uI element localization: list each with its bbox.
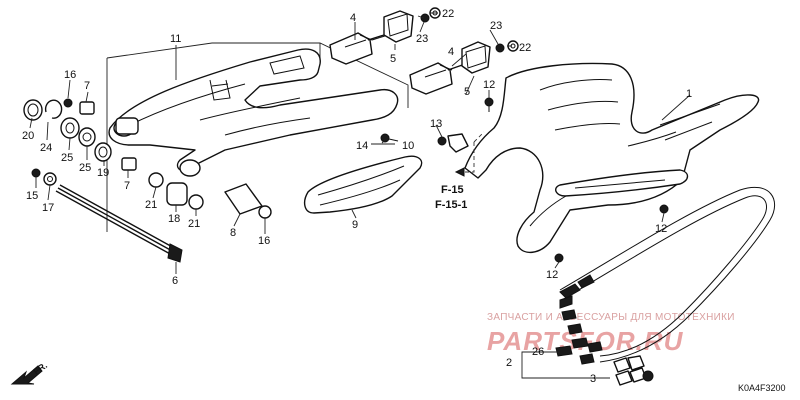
callout-21a: 21	[145, 199, 157, 211]
callout-22a: 22	[442, 8, 454, 20]
bolt-12b	[659, 204, 669, 214]
reference-f151: F-15-1	[435, 199, 467, 211]
callout-1: 1	[686, 88, 692, 100]
callout-16b: 16	[258, 235, 270, 247]
callout-4b: 4	[448, 46, 454, 58]
washer-23b	[495, 43, 505, 53]
drive-chain-26	[555, 186, 776, 365]
reference-arrow	[454, 131, 485, 177]
callout-26: 26	[532, 346, 544, 358]
bracket-right	[409, 62, 453, 95]
callout-21b: 21	[188, 218, 200, 230]
collar-7b	[121, 157, 137, 171]
ring-21a	[148, 172, 164, 188]
callout-25b: 25	[79, 162, 91, 174]
ring-21b	[188, 194, 204, 210]
callout-13: 13	[430, 118, 442, 130]
callout-10: 10	[402, 140, 414, 152]
callout-15: 15	[26, 190, 38, 202]
seal-19	[94, 142, 112, 162]
callout-12b: 12	[655, 223, 667, 235]
swingarm	[108, 48, 399, 177]
callout-12a: 12	[483, 79, 495, 91]
callout-23a: 23	[416, 33, 428, 45]
washer-16b	[258, 205, 272, 219]
watermark-tagline: ЗАПЧАСТИ И АКСЕССУАРЫ ДЛЯ МОТОТЕХНИКИ	[487, 312, 735, 323]
callout-2: 2	[506, 357, 512, 369]
callout-16a: 16	[64, 69, 76, 81]
bearing-25b	[78, 127, 96, 147]
pivot-bolt-6	[55, 184, 183, 263]
callout-25a: 25	[61, 152, 73, 164]
chain-slider-9	[303, 155, 423, 214]
callout-numbers: 1 2 3 4 4 5 5 6 7 7 8 9 10 11 12 12 12 1…	[22, 8, 692, 385]
callout-22b: 22	[519, 42, 531, 54]
bolt-12a	[484, 97, 494, 112]
pivot-sleeve	[115, 117, 139, 135]
collar-8	[224, 183, 263, 215]
callout-8: 8	[230, 227, 236, 239]
bolt-4a	[367, 34, 385, 41]
callout-23b: 23	[490, 20, 502, 32]
washer-23a	[420, 13, 430, 23]
washer-17	[43, 172, 57, 186]
leader-lines	[29, 12, 691, 379]
callout-5a: 5	[390, 53, 396, 65]
callout-3: 3	[590, 373, 596, 385]
bracket-left	[329, 32, 389, 65]
callout-12c: 12	[546, 269, 558, 281]
bushing-18	[166, 182, 188, 206]
collar-7a	[79, 101, 95, 115]
callout-14: 14	[356, 140, 368, 152]
callout-17: 17	[42, 202, 54, 214]
cover-5b	[461, 41, 491, 74]
front-direction-indicator: FR.	[10, 360, 49, 385]
bolt-12c	[554, 253, 564, 263]
callout-4a: 4	[350, 12, 356, 24]
washer-16a	[63, 98, 73, 108]
reference-labels: F-15 F-15-1	[435, 184, 467, 211]
bolt-10	[380, 133, 399, 143]
hugger-fender-1	[464, 62, 760, 253]
washer-15	[31, 168, 41, 178]
bearing-25a	[60, 117, 80, 139]
callout-24: 24	[40, 142, 52, 154]
cover-5a	[383, 10, 414, 43]
circlip-24	[44, 99, 63, 119]
callout-9: 9	[352, 219, 358, 231]
callout-7a: 7	[84, 80, 90, 92]
callout-6: 6	[172, 275, 178, 287]
callout-7b: 7	[124, 180, 130, 192]
callout-20: 20	[22, 130, 34, 142]
diagram-code: K0A4F3200	[738, 383, 786, 393]
bolt-13	[437, 136, 447, 146]
callout-18: 18	[168, 213, 180, 225]
callout-5b: 5	[464, 86, 470, 98]
seal-20	[23, 99, 43, 121]
clip-bracket	[447, 133, 469, 153]
reference-f15: F-15	[441, 184, 464, 196]
callout-11: 11	[170, 33, 181, 45]
callout-19: 19	[97, 167, 109, 179]
chain-joint-3	[613, 355, 654, 386]
